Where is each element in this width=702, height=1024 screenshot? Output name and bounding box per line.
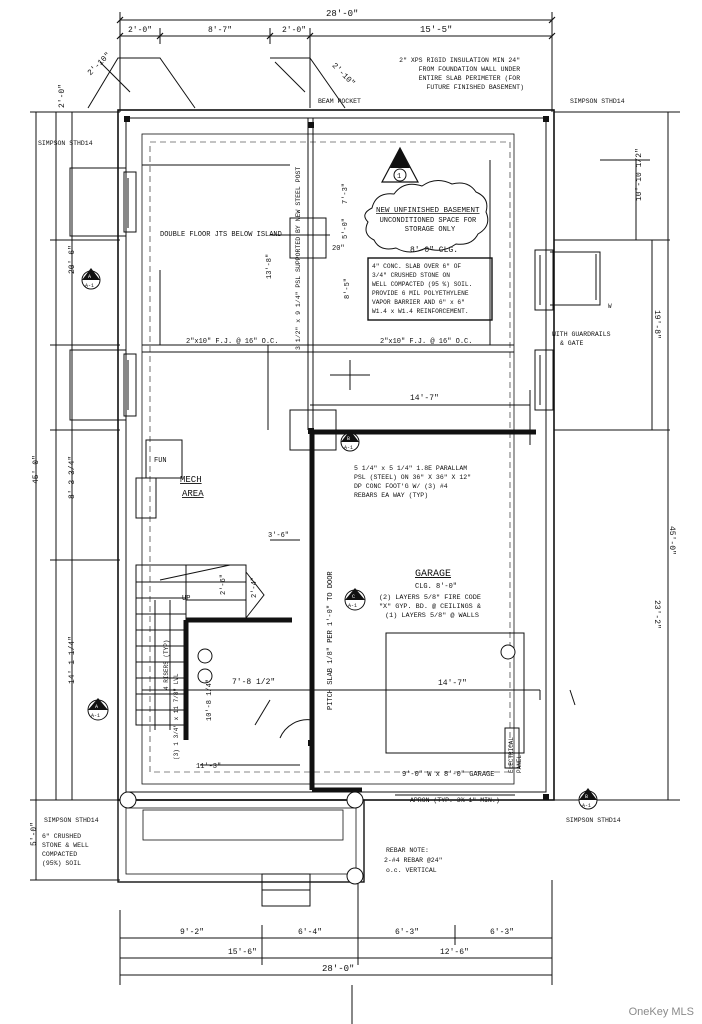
dim-bottom-seg-3: 6'-3" (395, 928, 419, 937)
basement-subtitle: UNCONDITIONED SPACE FOR STORAGE ONLY (380, 217, 481, 234)
simpson-note-bottom-right: SIMPSON STHD14 (566, 817, 621, 824)
left-dimension-lines (30, 111, 120, 881)
garage-title: GARAGE (415, 569, 451, 580)
watermark: OneKey MLS (628, 1006, 694, 1018)
marker-b-sub: A-1 (344, 445, 353, 451)
dim-right-mid: 23'-2" (652, 600, 661, 629)
dim-left-mid: 8'-3 3/4" (68, 456, 77, 499)
pitch-slab-note: PITCH SLAB 1/8" PER 1'-0" TO DOOR (327, 571, 335, 710)
dim-left-bottom: 5'-0" (30, 822, 39, 846)
simpson-note-top-left: SIMPSON STHD14 (38, 140, 93, 147)
slab-perimeter (149, 141, 511, 773)
garage-door-label: 9'-0" W x 8'-0" GARAGE (402, 771, 494, 779)
dim-bottom-left: 15'-6" (228, 948, 257, 957)
dim-top-seg-1: 2'-0" (128, 26, 152, 35)
dim-inner-3-6: 3'-6" (268, 532, 289, 540)
marker-a-bottom-top: A (95, 704, 98, 710)
rebar-note: REBAR NOTE: 2-#4 REBAR @24" o.c. VERTICA… (384, 847, 446, 874)
stair-up-label: UP (182, 595, 190, 603)
section-marker-b-beam (340, 430, 360, 452)
simpson-note-bottom-left: SIMPSON STHD14 (44, 817, 99, 824)
insulation-note: 2" XPS RIGID INSULATION MIN 24" FROM FOU… (399, 57, 524, 91)
dim-top-seg-2: 8'-7" (208, 26, 232, 35)
dim-inner-11-3: 11'-3" (196, 763, 221, 771)
dim-right-overall: 45'-0" (667, 526, 676, 555)
mech-label: MECH (180, 475, 202, 485)
tag-number: 1 (397, 173, 401, 181)
dim-top-seg-3: 2'-0" (282, 26, 306, 35)
section-marker-a-left (81, 268, 101, 290)
stair-side-note: (3) 1 3/4" x 11 7/8" LVL (173, 673, 180, 760)
mech-area-label: AREA (182, 489, 204, 499)
dim-left-overall: 45'-0" (32, 455, 41, 484)
dim-inner-7-3: 7'-3" (342, 183, 350, 204)
dim-right-small: 10'-10 1/2" (635, 148, 644, 201)
top-dimension-lines (87, 12, 556, 112)
dim-top-overall: 28'-0" (326, 9, 358, 19)
section-marker-e-bottom-right (578, 788, 598, 810)
guardrails-note: WITH GUARDRAILS & GATE (552, 331, 614, 347)
marker-e-sub: A-1 (582, 803, 591, 809)
marker-b-top: B (347, 436, 350, 442)
interior-lines (135, 118, 576, 796)
dim-inner-10-8: 10'-8 1/4" (206, 679, 214, 721)
dim-right-upper: 19'-8" (652, 310, 661, 339)
dim-inner-5-0: 5'-0" (342, 218, 350, 239)
double-floor-joists-note: DOUBLE FLOOR JTS BELOW ISLAND (160, 231, 282, 239)
fun-label: FUN (154, 457, 167, 465)
w-label: W (608, 303, 612, 310)
beam-vertical-note: 3 1/2" x 9 1/4" PSL SUPPORTED BY NEW STE… (295, 167, 302, 350)
marker-e-top: B (585, 794, 588, 800)
apron-label: APRON (TYP. 3% 1" MIN.) (410, 797, 500, 804)
basement-title: NEW UNFINISHED BASEMENT (376, 207, 480, 215)
parallam-note: 5 1/4" x 5 1/4" 1.8E PARALLAM PSL (STEEL… (354, 465, 475, 499)
basement-ceiling-height: 8'-0" CLG. (410, 246, 458, 255)
garage-ceiling: CLG. 8'-0" (415, 583, 457, 591)
dim-inner-8-5: 8'-5" (344, 278, 352, 299)
right-dimension-lines (554, 111, 680, 801)
slab-note-box (367, 257, 493, 321)
dim-angle-left-2: 2'-0" (58, 84, 67, 108)
dim-left-lower: 14'-1 1/4" (68, 636, 77, 684)
dim-angle-right: 2'-10" (330, 62, 357, 89)
section-marker-a-bottom (87, 698, 109, 721)
dim-inner-20: 20" (332, 245, 345, 253)
dim-bottom-right: 12'-6" (440, 948, 469, 957)
right-window-well (534, 249, 601, 411)
dim-bottom-seg-1: 9'-2" (180, 928, 204, 937)
slab-note: 4" CONC. SLAB OVER 6" OF 3/4" CRUSHED ST… (372, 263, 476, 315)
dim-bottom-overall: 28'-0" (322, 964, 354, 974)
marker-a-left-top: A (88, 274, 91, 280)
footing-markers (119, 644, 516, 885)
marker-a-bottom-sub: A-1 (91, 713, 100, 719)
simpson-note-top-right: SIMPSON STHD14 (570, 98, 625, 105)
dim-bottom-seg-2: 6'-4" (298, 928, 322, 937)
foundation-walls (117, 109, 555, 907)
dim-bottom-seg-4: 6'-3" (490, 928, 514, 937)
bottom-dimension-lines (119, 880, 553, 1024)
dim-inner-13-8: 13'-8" (266, 254, 274, 279)
basement-cloud (364, 180, 489, 253)
drawing-tag-triangle (381, 146, 419, 183)
garage-fire-note: (2) LAYERS 5/8" FIRE CODE "X" GYP. BD. @… (379, 594, 485, 620)
joists-left-note: 2"x10" F.J. @ 16" O.C. (186, 338, 278, 346)
dim-inner-14-7-lower: 14'-7" (438, 679, 467, 688)
electrical-panel-label: ELECTRICAL PANEL (508, 733, 523, 773)
marker-a-left-sub: A-1 (85, 283, 94, 289)
left-bay-windows (69, 167, 137, 421)
dim-inner-14-7-upper: 14'-7" (410, 394, 439, 403)
stair-risers-note: 4 RISERS (TYP) (163, 640, 170, 690)
marker-c-top: C (352, 594, 355, 600)
beam-pocket-note: BEAM POCKET (318, 98, 361, 105)
marker-c-sub: A-1 (348, 603, 357, 609)
dim-top-right: 15'-5" (420, 25, 452, 35)
crushed-stone-note: 6" CRUSHED STONE & WELL COMPACTED (95%) … (42, 833, 93, 867)
section-marker-c-garage (344, 588, 366, 611)
dim-inner-7-8: 7'-8 1/2" (232, 678, 275, 687)
dim-inner-2-6: 2'-6" (220, 574, 228, 595)
joists-right-note: 2"x10" F.J. @ 16" O.C. (380, 338, 472, 346)
dim-left-upper: 20'-6" (68, 245, 77, 274)
dim-inner-2-4: 2'-4" (251, 577, 259, 598)
